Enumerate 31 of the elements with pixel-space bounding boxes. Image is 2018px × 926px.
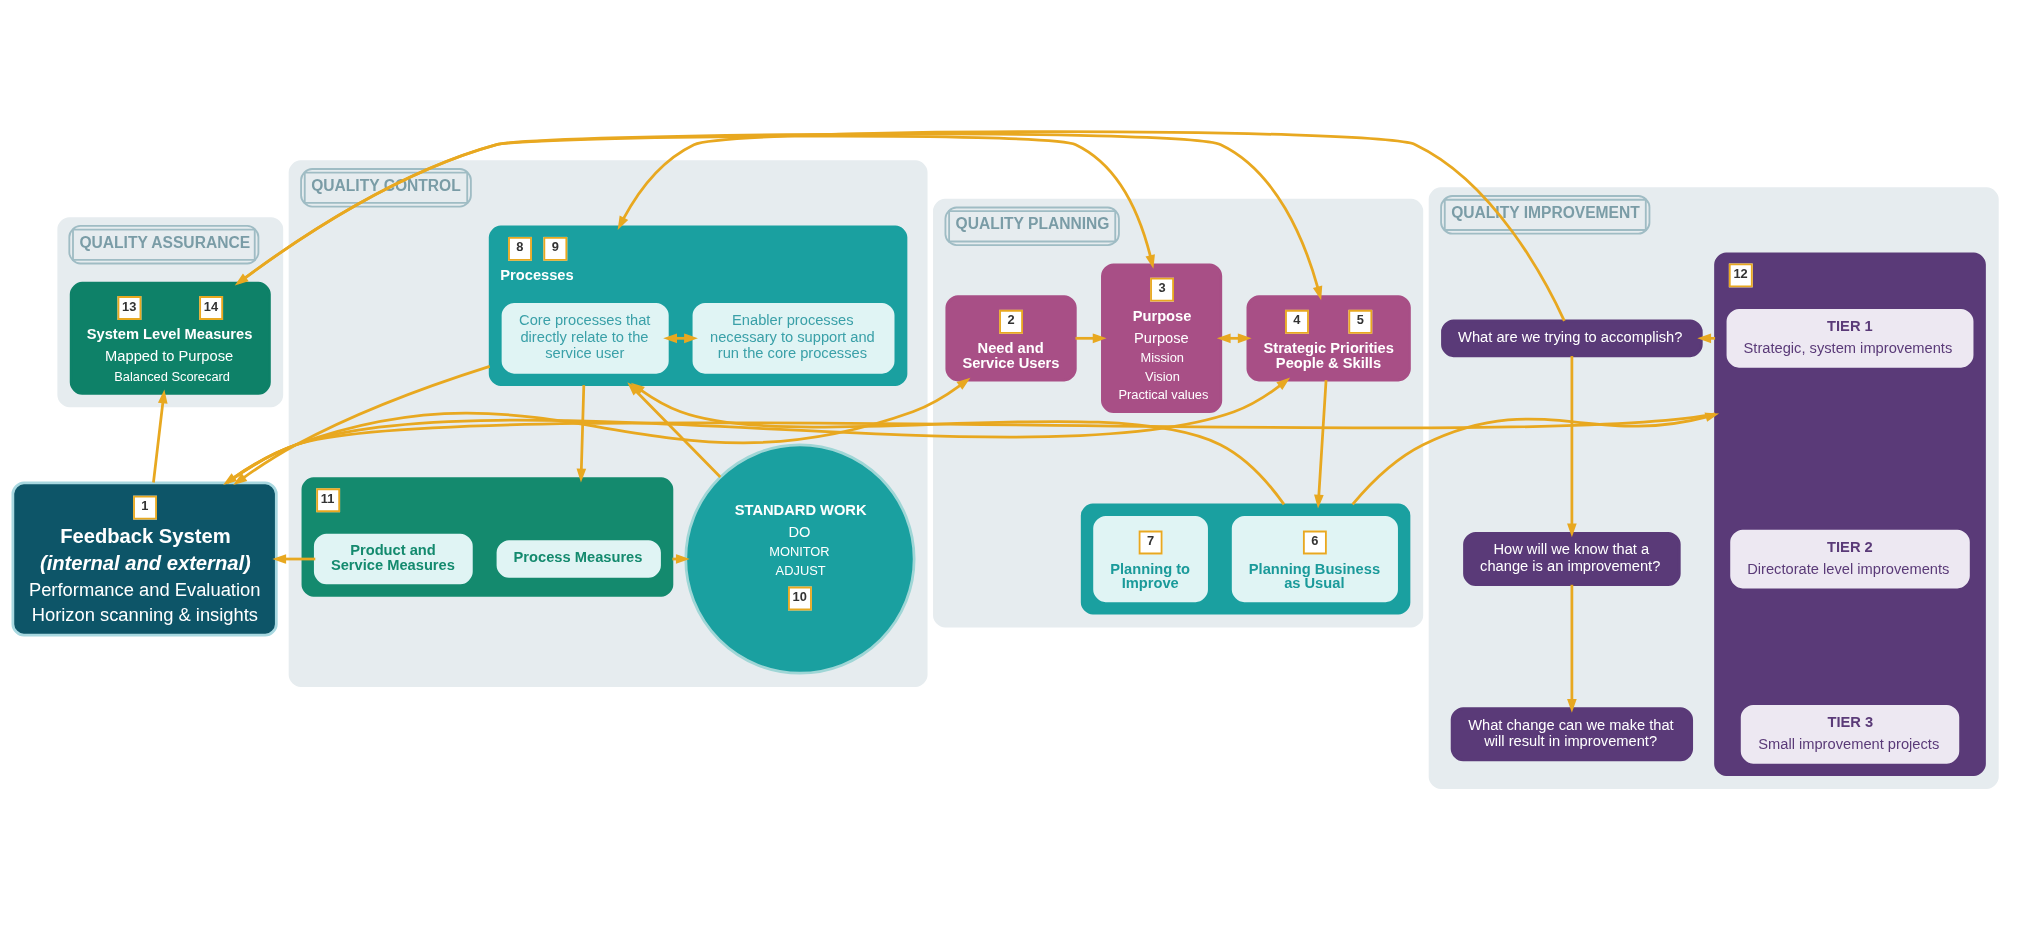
arrow xyxy=(576,384,587,482)
node-box: Core processes that directly relate to the service user xyxy=(501,302,669,374)
node-box: Product and Service Measures xyxy=(313,533,473,584)
arrow xyxy=(1314,379,1328,509)
node-box: TIER 1 Strategic, system improvements xyxy=(1726,308,1974,368)
arrow xyxy=(272,553,316,564)
node-box: Process Measures xyxy=(496,539,661,578)
arrow xyxy=(237,132,1323,300)
arrow xyxy=(1567,355,1577,537)
node-box: 13 14 System Level Measures Mapped to Purpose Balanced Scorecard xyxy=(69,281,271,395)
node-box: What change can we make that will result in improvement? xyxy=(1450,706,1694,761)
node-box: Enabler processes necessary to support and run the core processes xyxy=(692,302,895,374)
node-box: How will we know that a change is an improvement? xyxy=(1463,531,1681,586)
node-box: What are we trying to accomplish? xyxy=(1441,319,1703,357)
arrow xyxy=(617,129,1566,321)
node-box: TIER 3 Small improvement projects xyxy=(1740,704,1960,764)
arrow xyxy=(1567,584,1577,713)
node-box: 6 Planning Business as Usual xyxy=(1231,515,1398,602)
arrow xyxy=(226,377,1291,484)
node-box: 4 5 Strategic Priorities People & Skills xyxy=(1246,294,1411,381)
cluster xyxy=(1080,503,1411,615)
arrow xyxy=(1075,333,1107,343)
node-box: 1 Feedback System (internal and external) Performance and Evaluation Horizon scanning & insights xyxy=(11,480,278,637)
node-box: 7 Planning to Improve xyxy=(1093,515,1208,602)
node-box: 3 Purpose Purpose Mission Vision Practical values xyxy=(1101,263,1223,413)
arrow xyxy=(226,377,971,484)
node-box: TIER 2 Directorate level improvements xyxy=(1730,529,1970,588)
arrow xyxy=(152,389,168,483)
node-box: 2 Need and Service Users xyxy=(945,294,1077,381)
arrow xyxy=(233,364,491,485)
node-circle: STANDARD WORK DO MONITOR ADJUST 10 xyxy=(684,442,916,675)
